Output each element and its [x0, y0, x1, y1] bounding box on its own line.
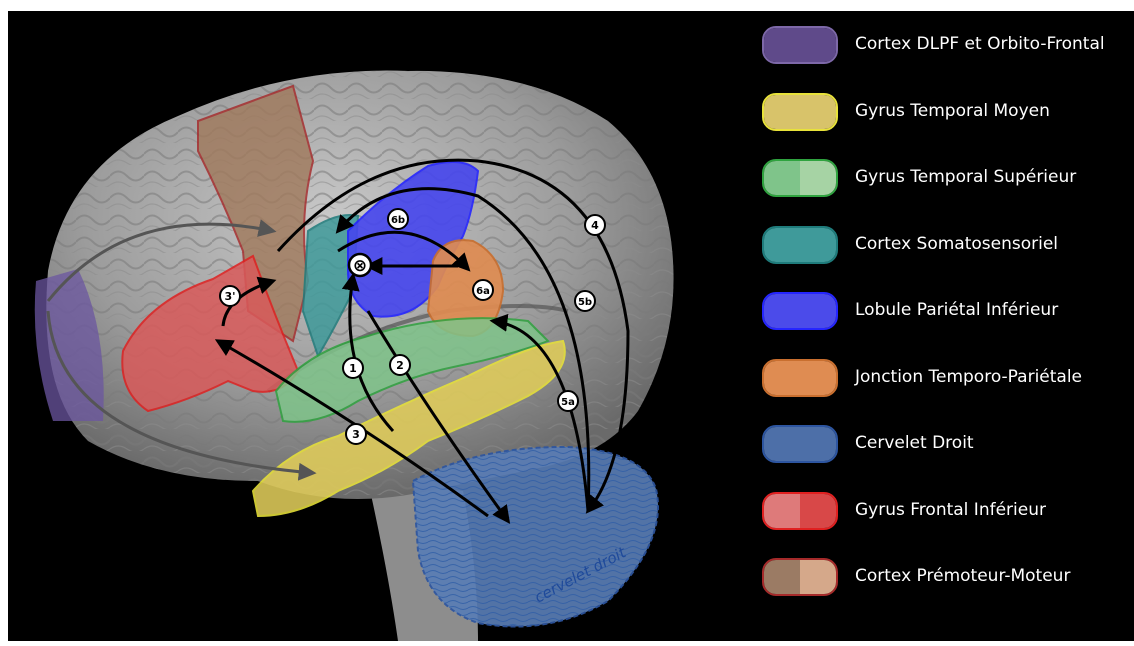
legend-item: Cortex Somatosensoriel	[752, 224, 1134, 268]
marker-6b: 6b	[387, 208, 409, 230]
svg-text:⊗: ⊗	[353, 256, 367, 276]
dlpf-region	[34, 269, 104, 421]
legend-item: Cortex DLPF et Orbito-Frontal	[752, 24, 1134, 68]
marker-6a: 6a	[472, 279, 494, 301]
legend-swatch	[762, 292, 838, 330]
legend-label: Cervelet Droit	[855, 433, 974, 453]
marker-5b: 5b	[574, 290, 596, 312]
svg-text:6a: 6a	[476, 286, 490, 297]
ipl-region	[347, 161, 480, 318]
legend-swatch	[762, 425, 838, 463]
arrow-5a	[489, 313, 590, 512]
marker-5a: 5a	[557, 390, 579, 412]
svg-text:4: 4	[591, 219, 599, 232]
legend-swatch	[762, 358, 838, 397]
legend-swatch	[762, 225, 838, 264]
marker-2: 2	[389, 354, 411, 376]
legend-item: Cortex Prémoteur-Moteur	[752, 556, 1134, 600]
legend-swatch	[762, 92, 838, 131]
legend-label: Gyrus Frontal Inférieur	[855, 499, 1046, 520]
legend-item: Gyrus Temporal Moyen	[752, 91, 1134, 135]
legend-label: Cortex DLPF et Orbito-Frontal	[855, 34, 1105, 54]
legend-swatch	[762, 558, 838, 596]
legend-label: Gyrus Temporal Supérieur	[855, 167, 1077, 187]
brain-figure: cervelet droit	[34, 70, 674, 641]
arrow-6b	[337, 230, 471, 272]
marker-1: 1	[342, 357, 364, 379]
legend-item: Jonction Temporo-Pariétale	[752, 357, 1134, 401]
pathway-markers: 1 2 3 3' 4 5b 5a 6b 6a ⊗	[219, 208, 606, 445]
svg-text:6b: 6b	[391, 215, 405, 226]
cerebellum-region: cervelet droit	[411, 445, 659, 628]
diagram-canvas: cervelet droit	[8, 11, 1134, 641]
legend-label: Cortex Somatosensoriel	[855, 233, 1059, 254]
legend-label: Jonction Temporo-Pariétale	[855, 366, 1083, 387]
legend-swatch	[762, 26, 838, 64]
legend-item: Gyrus Frontal Inférieur	[752, 490, 1134, 534]
legend-swatch	[762, 159, 838, 197]
premotor-region	[197, 84, 315, 343]
integration-marker: ⊗	[347, 252, 373, 278]
svg-text:2: 2	[396, 359, 404, 372]
svg-text:3': 3'	[224, 290, 235, 303]
legend-label: Gyrus Temporal Moyen	[855, 100, 1050, 121]
legend-label: Lobule Pariétal Inférieur	[855, 300, 1059, 320]
legend-item: Lobule Pariétal Inférieur	[752, 290, 1134, 334]
svg-text:3: 3	[352, 428, 360, 441]
legend-swatch	[762, 491, 838, 530]
marker-3: 3	[345, 423, 367, 445]
marker-3-prime: 3'	[219, 285, 241, 307]
svg-text:5a: 5a	[561, 397, 575, 408]
marker-4: 4	[584, 214, 606, 236]
arrow-dlpf-to-premotor	[46, 219, 277, 302]
pathway-arrows	[214, 158, 630, 524]
svg-text:5b: 5b	[578, 297, 592, 308]
arrow-2	[366, 310, 511, 524]
legend-label: Cortex Prémoteur-Moteur	[855, 566, 1071, 586]
arrow-dlpf-to-mtg	[46, 310, 317, 481]
arrow-5b	[335, 187, 591, 512]
legend-item: Cervelet Droit	[752, 423, 1134, 467]
svg-text:1: 1	[349, 362, 357, 375]
stg-region	[274, 317, 550, 423]
arrow-4	[276, 158, 630, 514]
legend-item: Gyrus Temporal Supérieur	[752, 157, 1134, 201]
